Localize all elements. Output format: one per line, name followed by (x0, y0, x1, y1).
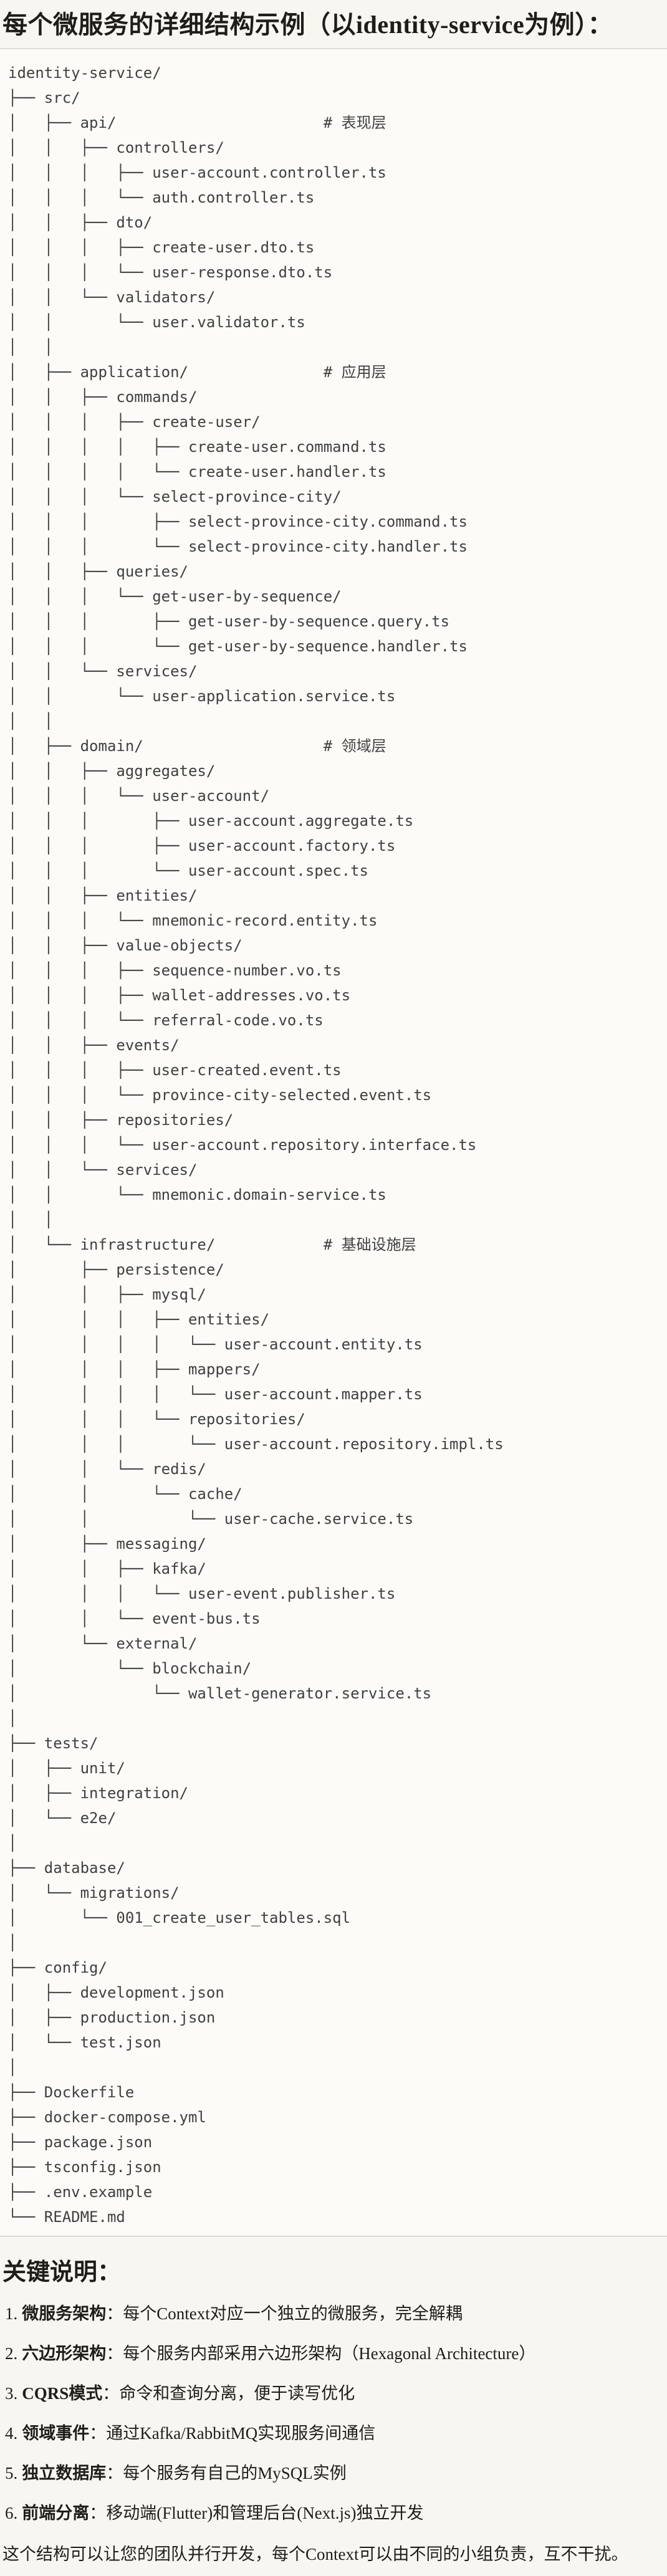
list-item: 5.独立数据库：每个服务有自己的MySQL实例 (5, 2461, 661, 2486)
list-item-number: 5. (5, 2464, 18, 2483)
closing-paragraph: 这个结构可以让您的团队并行开发，每个Context可以由不同的小组负责，互不干扰… (2, 2545, 628, 2564)
list-item-number: 2. (5, 2344, 18, 2363)
list-item-text: ：通过Kafka/RabbitMQ实现服务间通信 (89, 2424, 376, 2443)
list-item-term: 独立数据库 (22, 2464, 107, 2483)
list-item-number: 4. (5, 2424, 18, 2443)
list-item-term: CQRS模式 (22, 2384, 103, 2403)
list-item-term: 六边形架构 (22, 2344, 107, 2363)
directory-tree-text: identity-service/ ├── src/ │ ├── api/ # … (8, 64, 504, 2226)
key-notes-section: 关键说明： 1.微服务架构：每个Context对应一个独立的微服务，完全解耦 2… (0, 2258, 667, 2567)
code-block: identity-service/ ├── src/ │ ├── api/ # … (0, 48, 667, 2237)
page-title: 每个微服务的详细结构示例（以identity-service为例）： (2, 11, 613, 39)
list-item: 3.CQRS模式：命令和查询分离，便于读写优化 (5, 2381, 661, 2406)
list-item-number: 3. (5, 2384, 18, 2403)
list-item-term: 前端分离 (22, 2504, 90, 2522)
list-item: 6.前端分离：移动端(Flutter)和管理后台(Next.js)独立开发 (5, 2501, 661, 2526)
list-item: 4.领域事件：通过Kafka/RabbitMQ实现服务间通信 (5, 2421, 661, 2446)
list-item-number: 1. (5, 2304, 18, 2323)
key-notes-heading: 关键说明： (2, 2259, 122, 2286)
list-item-number: 6. (5, 2504, 18, 2522)
key-notes-list: 1.微服务架构：每个Context对应一个独立的微服务，完全解耦 2.六边形架构… (2, 2301, 661, 2526)
list-item-term: 微服务架构 (22, 2304, 107, 2323)
list-item-text: ：每个服务内部采用六边形架构（Hexagonal Architecture） (106, 2344, 536, 2363)
list-item: 2.六边形架构：每个服务内部采用六边形架构（Hexagonal Architec… (5, 2341, 661, 2366)
list-item-text: ：命令和查询分离，便于读写优化 (102, 2384, 355, 2403)
list-item-text: ：移动端(Flutter)和管理后台(Next.js)独立开发 (89, 2504, 424, 2522)
list-item: 1.微服务架构：每个Context对应一个独立的微服务，完全解耦 (5, 2301, 661, 2326)
list-item-text: ：每个Context对应一个独立的微服务，完全解耦 (106, 2304, 463, 2323)
list-item-text: ：每个服务有自己的MySQL实例 (106, 2464, 347, 2483)
list-item-term: 领域事件 (22, 2424, 90, 2443)
